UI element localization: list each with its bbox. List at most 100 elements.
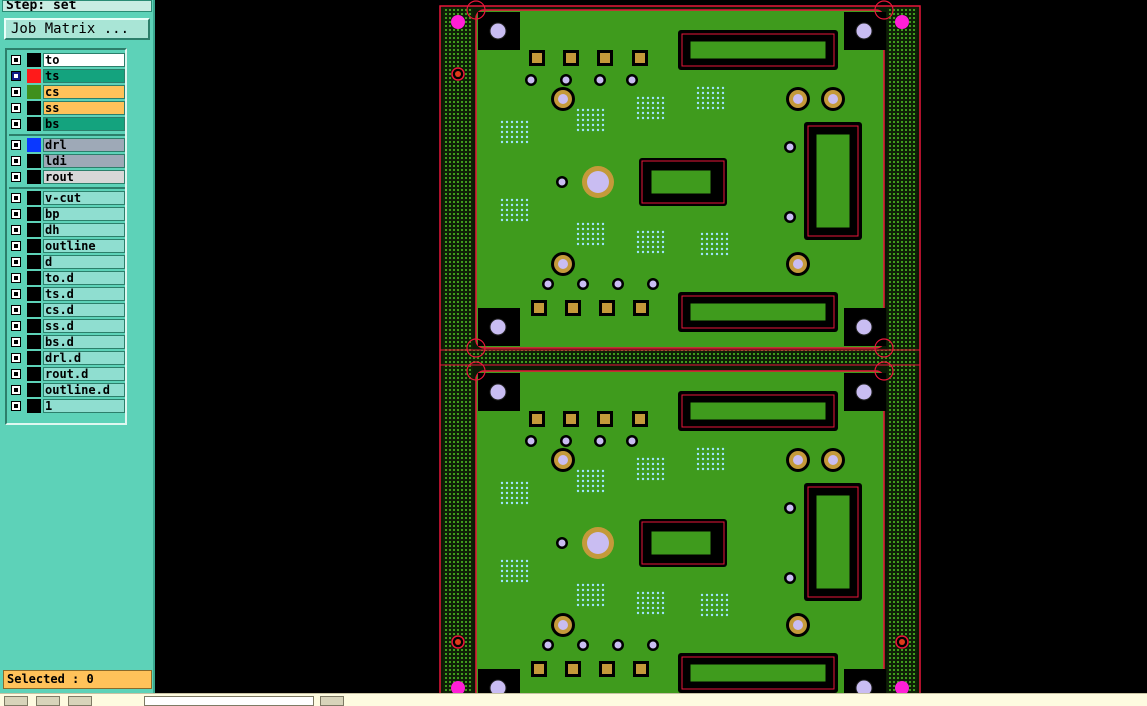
layer-checkbox[interactable] [11, 401, 21, 411]
layer-name[interactable]: ldi [43, 154, 125, 168]
layer-row[interactable]: cs.d [9, 303, 125, 317]
micro-via [591, 588, 595, 592]
layer-row[interactable]: dh [9, 223, 125, 237]
layer-name[interactable]: bs.d [43, 335, 125, 349]
layer-color-swatch[interactable] [27, 351, 41, 365]
layer-checkbox[interactable] [11, 140, 21, 150]
layer-color-swatch[interactable] [27, 303, 41, 317]
layer-row[interactable]: bp [9, 207, 125, 221]
layer-name[interactable]: outline.d [43, 383, 125, 397]
layer-color-swatch[interactable] [27, 101, 41, 115]
layer-row[interactable]: rout [9, 170, 125, 184]
layer-checkbox[interactable] [11, 119, 21, 129]
layer-checkbox[interactable] [11, 369, 21, 379]
round-pad-hole [558, 259, 568, 269]
layer-name[interactable]: ts.d [43, 287, 125, 301]
layer-checkbox[interactable] [11, 225, 21, 235]
pad [602, 664, 612, 674]
layer-color-swatch[interactable] [27, 191, 41, 205]
layer-row[interactable]: cs [9, 85, 125, 99]
layer-name[interactable]: bp [43, 207, 125, 221]
layer-name[interactable]: bs [43, 117, 125, 131]
layer-checkbox[interactable] [11, 273, 21, 283]
layer-color-swatch[interactable] [27, 319, 41, 333]
job-matrix-button[interactable]: Job Matrix ... [4, 18, 150, 40]
layer-row[interactable]: bs.d [9, 335, 125, 349]
layer-checkbox[interactable] [11, 353, 21, 363]
layer-color-swatch[interactable] [27, 287, 41, 301]
layer-checkbox[interactable] [11, 172, 21, 182]
layer-checkbox[interactable] [11, 55, 21, 65]
layer-row[interactable]: bs [9, 117, 125, 131]
layer-color-swatch[interactable] [27, 85, 41, 99]
layer-color-swatch[interactable] [27, 223, 41, 237]
layer-row[interactable]: outline [9, 239, 125, 253]
layer-name[interactable]: cs [43, 85, 125, 99]
layer-checkbox[interactable] [11, 385, 21, 395]
layer-row[interactable]: to.d [9, 271, 125, 285]
layer-name[interactable]: rout.d [43, 367, 125, 381]
layer-color-swatch[interactable] [27, 117, 41, 131]
layer-color-swatch[interactable] [27, 53, 41, 67]
micro-via [601, 108, 605, 112]
layer-row[interactable]: ts.d [9, 287, 125, 301]
layer-name[interactable]: outline [43, 239, 125, 253]
layer-color-swatch[interactable] [27, 367, 41, 381]
pad [568, 303, 578, 313]
micro-via [586, 123, 590, 127]
layer-color-swatch[interactable] [27, 239, 41, 253]
layer-row[interactable]: ts [9, 69, 125, 83]
layer-row[interactable]: to [9, 53, 125, 67]
layer-color-swatch[interactable] [27, 207, 41, 221]
layer-name[interactable]: ts [43, 69, 125, 83]
micro-via [596, 593, 600, 597]
layer-row[interactable]: drl.d [9, 351, 125, 365]
layer-color-swatch[interactable] [27, 154, 41, 168]
layer-name[interactable]: d [43, 255, 125, 269]
layer-row[interactable]: ss [9, 101, 125, 115]
board-canvas[interactable] [156, 0, 1147, 706]
layer-checkbox[interactable] [11, 321, 21, 331]
layer-color-swatch[interactable] [27, 271, 41, 285]
layer-color-swatch[interactable] [27, 170, 41, 184]
layer-checkbox[interactable] [11, 156, 21, 166]
layer-name[interactable]: 1 [43, 399, 125, 413]
layer-name[interactable]: drl [43, 138, 125, 152]
layer-name[interactable]: ss [43, 101, 125, 115]
layer-checkbox[interactable] [11, 337, 21, 347]
layer-checkbox[interactable] [11, 209, 21, 219]
layer-row[interactable]: v-cut [9, 191, 125, 205]
layer-checkbox[interactable] [11, 193, 21, 203]
layer-checkbox[interactable] [11, 305, 21, 315]
layer-color-swatch[interactable] [27, 383, 41, 397]
layer-color-swatch[interactable] [27, 255, 41, 269]
layer-color-swatch[interactable] [27, 138, 41, 152]
layer-name[interactable]: ss.d [43, 319, 125, 333]
layer-name[interactable]: v-cut [43, 191, 125, 205]
layer-name[interactable]: to.d [43, 271, 125, 285]
layer-color-swatch[interactable] [27, 399, 41, 413]
layer-name[interactable]: dh [43, 223, 125, 237]
layer-row[interactable]: rout.d [9, 367, 125, 381]
layer-checkbox[interactable] [11, 257, 21, 267]
layer-color-swatch[interactable] [27, 69, 41, 83]
layer-row[interactable]: drl [9, 138, 125, 152]
pcb-drawing[interactable] [156, 0, 1147, 706]
layer-row[interactable]: outline.d [9, 383, 125, 397]
layer-name[interactable]: to [43, 53, 125, 67]
layer-row[interactable]: ldi [9, 154, 125, 168]
layer-checkbox[interactable] [11, 241, 21, 251]
layer-checkbox[interactable] [11, 103, 21, 113]
micro-via [591, 479, 595, 483]
layer-row[interactable]: ss.d [9, 319, 125, 333]
layer-name[interactable]: cs.d [43, 303, 125, 317]
layer-color-swatch[interactable] [27, 335, 41, 349]
layer-name[interactable]: drl.d [43, 351, 125, 365]
layer-checkbox[interactable] [11, 289, 21, 299]
micro-via [696, 86, 700, 90]
layer-checkbox[interactable] [11, 87, 21, 97]
layer-row[interactable]: 1 [9, 399, 125, 413]
layer-checkbox[interactable] [11, 71, 21, 81]
layer-row[interactable]: d [9, 255, 125, 269]
layer-name[interactable]: rout [43, 170, 125, 184]
